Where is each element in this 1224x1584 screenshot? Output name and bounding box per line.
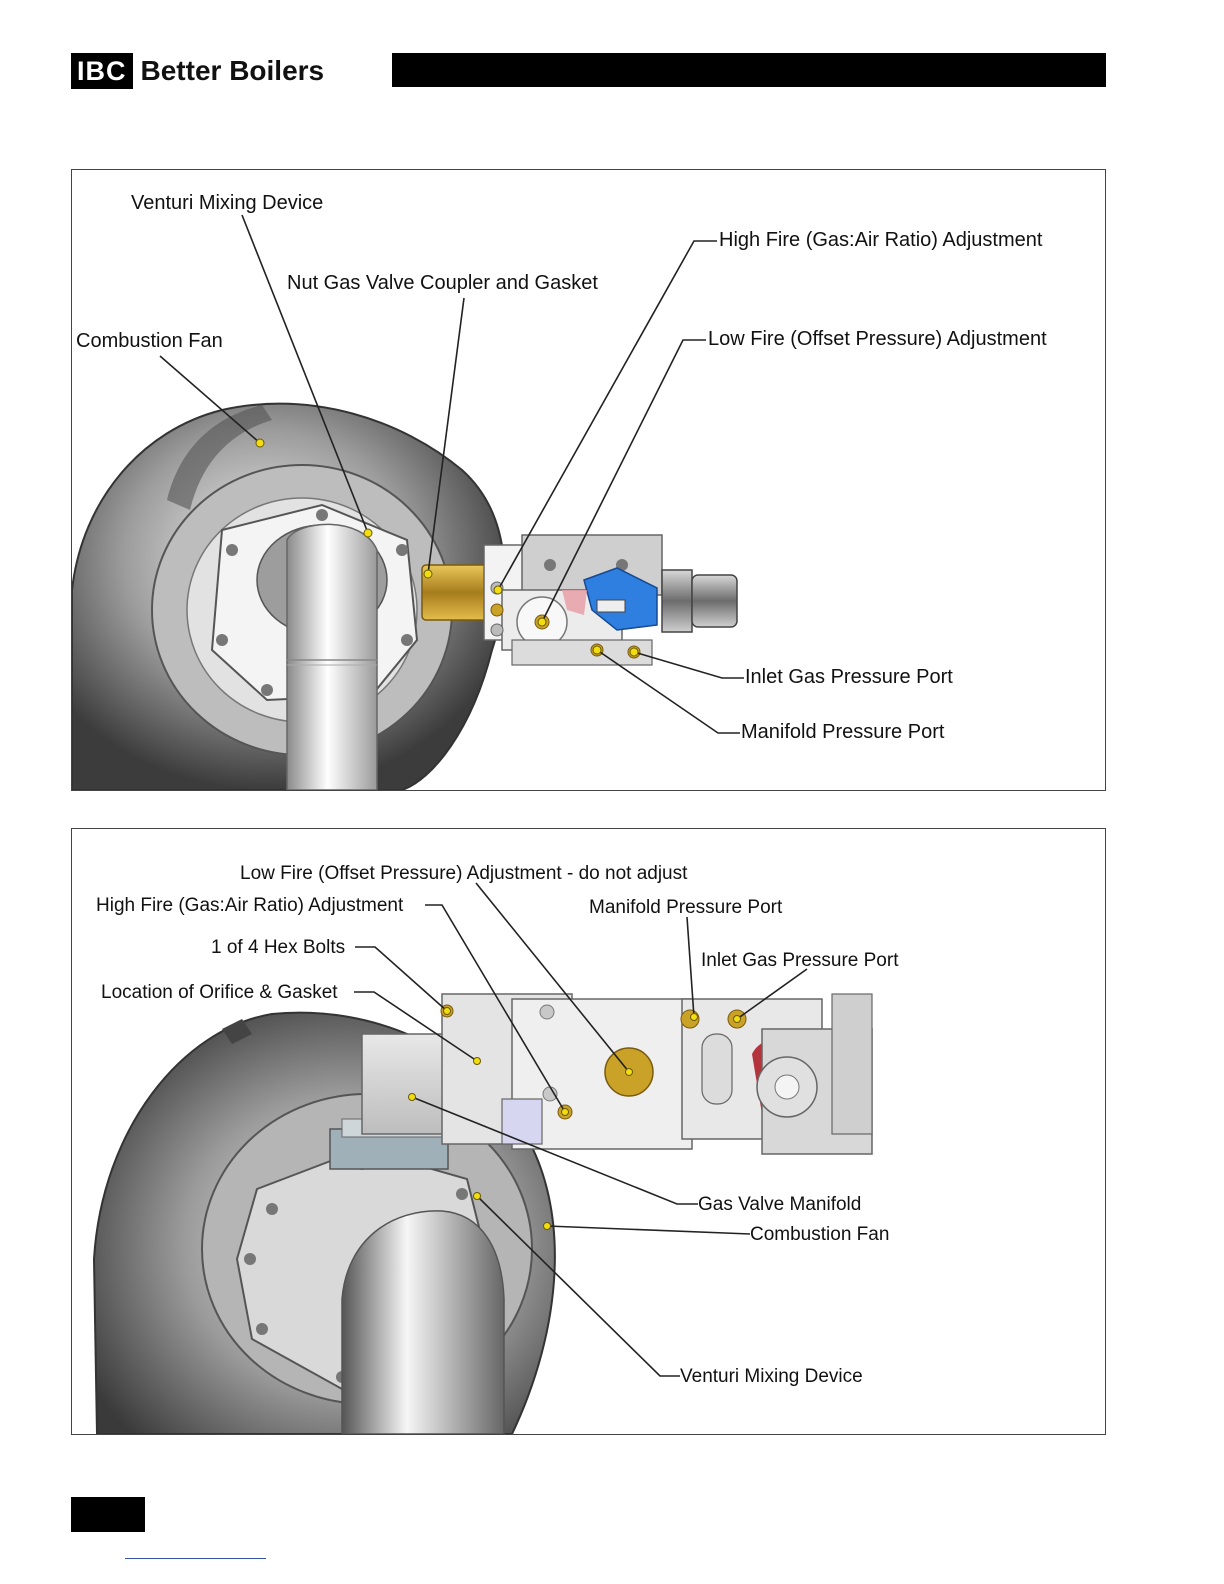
label-manifold-pressure-port: Manifold Pressure Port: [589, 897, 783, 918]
label-high-fire-adjustment: High Fire (Gas:Air Ratio) Adjustment: [719, 229, 1043, 251]
figure1-illustration: [72, 214, 744, 790]
label-orifice-gasket-location: Location of Orifice & Gasket: [101, 982, 338, 1003]
gas-valve-drawing: [361, 993, 873, 1155]
label-venturi-mixing-device: Venturi Mixing Device: [680, 1366, 863, 1387]
figure1-callout-dots: [255, 438, 639, 657]
label-nut-gas-valve-coupler: Nut Gas Valve Coupler and Gasket: [287, 272, 598, 294]
label-low-fire-adjustment: Low Fire (Offset Pressure) Adjustment: [708, 328, 1047, 350]
figure-gas-valve-front: Venturi Mixing Device Nut Gas Valve Coup…: [71, 169, 1106, 791]
figure2-leader-lines: [354, 882, 808, 1377]
label-combustion-fan: Combustion Fan: [750, 1224, 890, 1245]
label-gas-valve-manifold: Gas Valve Manifold: [698, 1194, 862, 1215]
figure-gas-valve-top: Low Fire (Offset Pressure) Adjustment - …: [71, 828, 1106, 1435]
label-hex-bolts: 1 of 4 Hex Bolts: [211, 937, 346, 958]
gas-valve-drawing: [483, 534, 738, 666]
label-inlet-gas-pressure-port: Inlet Gas Pressure Port: [701, 950, 899, 971]
combustion-fan-drawing: [72, 402, 506, 790]
label-combustion-fan: Combustion Fan: [76, 330, 223, 352]
figure2-callout-dots: [408, 1007, 741, 1230]
label-high-fire-adjustment: High Fire (Gas:Air Ratio) Adjustment: [96, 895, 404, 916]
logo-mark: IBC: [71, 53, 133, 89]
label-low-fire-adjustment: Low Fire (Offset Pressure) Adjustment - …: [240, 863, 688, 884]
label-inlet-gas-pressure-port: Inlet Gas Pressure Port: [745, 666, 953, 688]
brand-logo: IBC Better Boilers: [71, 52, 324, 90]
label-manifold-pressure-port: Manifold Pressure Port: [741, 721, 945, 743]
header-bar: [392, 53, 1106, 87]
page-number-box: [71, 1497, 145, 1532]
figure2-illustration: [92, 882, 873, 1434]
label-venturi-mixing-device: Venturi Mixing Device: [131, 192, 324, 214]
figure1-leader-lines: [159, 214, 744, 734]
footer-link-underline: [125, 1558, 266, 1559]
brand-name: Better Boilers: [140, 55, 325, 86]
